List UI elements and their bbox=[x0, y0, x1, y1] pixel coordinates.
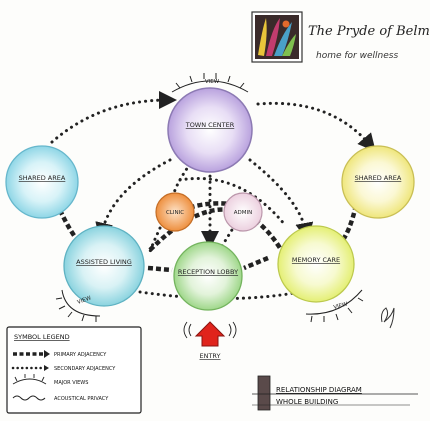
title-block: RELATIONSHIP DIAGRAM WHOLE BUILDING bbox=[252, 375, 418, 411]
view-top bbox=[171, 73, 249, 93]
brand-name: The Pryde of Belmar bbox=[308, 24, 430, 39]
node-assisted-living[interactable]: ASSISTED LIVING bbox=[63, 225, 145, 307]
legend-item-views: MAJOR VIEWS bbox=[54, 380, 88, 386]
legend-views-symbol bbox=[12, 374, 47, 385]
node-shared-area-left[interactable]: SHARED AREA bbox=[5, 145, 79, 219]
signature-mark bbox=[381, 307, 395, 329]
brand-logo bbox=[251, 11, 303, 63]
secondary-line-town-assisted bbox=[95, 158, 172, 241]
secondary-line-admin-reception bbox=[220, 223, 237, 248]
view-label-top: VIEW bbox=[205, 79, 220, 85]
legend-item-secondary: SECONDARY ADJACENCY bbox=[54, 366, 116, 372]
legend-acoustic-symbol bbox=[12, 395, 46, 401]
view-label-bottom-left: VIEW bbox=[77, 295, 93, 306]
secondary-line-town-memory bbox=[248, 158, 314, 241]
secondary-line-sharedleft-town bbox=[50, 91, 177, 144]
legend-item-acoustic: ACOUSTICAL PRIVACY bbox=[54, 396, 109, 402]
view-bottom-left bbox=[55, 289, 101, 322]
node-label-shared-area-right: SHARED AREA bbox=[355, 174, 402, 182]
node-town-center[interactable]: TOWN CENTER bbox=[167, 87, 253, 173]
node-label-assisted-living: ASSISTED LIVING bbox=[76, 258, 132, 266]
node-shared-area-right[interactable]: SHARED AREA bbox=[341, 145, 415, 219]
node-label-reception-lobby: RECEPTION LOBBY bbox=[178, 268, 238, 276]
node-label-shared-area-left: SHARED AREA bbox=[19, 174, 66, 182]
node-label-town-center: TOWN CENTER bbox=[185, 121, 235, 129]
primary-line-memory-reception bbox=[243, 255, 269, 271]
node-label-clinic: CLINIC bbox=[166, 210, 184, 216]
secondary-line-clinic-memory bbox=[178, 176, 287, 227]
brand-tagline: home for wellness bbox=[316, 51, 398, 61]
node-admin[interactable]: ADMIN bbox=[223, 192, 263, 232]
secondary-line-clinic-assisted bbox=[148, 226, 162, 254]
symbol-legend: SYMBOL LEGEND PRIMARY ADJACENCY SECONDAR… bbox=[6, 326, 142, 414]
entry-arrow bbox=[183, 321, 237, 347]
node-label-admin: ADMIN bbox=[234, 210, 252, 216]
relationship-subtitle: WHOLE BUILDING bbox=[276, 398, 338, 406]
view-bottom-right bbox=[305, 289, 364, 323]
legend-title: SYMBOL LEGEND bbox=[14, 333, 70, 341]
primary-line-assisted-reception bbox=[147, 265, 173, 273]
node-clinic[interactable]: CLINIC bbox=[155, 192, 195, 232]
primary-line-sharedleft-assisted bbox=[57, 209, 84, 248]
node-label-memory-care: MEMORY CARE bbox=[292, 256, 340, 264]
primary-line-assisted-memory-arc bbox=[148, 207, 282, 252]
relationship-title: RELATIONSHIP DIAGRAM bbox=[276, 386, 362, 394]
entry-label: ENTRY bbox=[199, 352, 220, 360]
legend-item-primary: PRIMARY ADJACENCY bbox=[54, 352, 107, 358]
secondary-line-town-sharedright bbox=[256, 101, 376, 152]
view-label-bottom-right: VIEW bbox=[333, 301, 349, 311]
node-memory-care[interactable]: MEMORY CARE bbox=[277, 225, 355, 303]
node-reception-lobby[interactable]: RECEPTION LOBBY bbox=[173, 241, 243, 311]
secondary-adjacency-lines bbox=[50, 91, 376, 300]
